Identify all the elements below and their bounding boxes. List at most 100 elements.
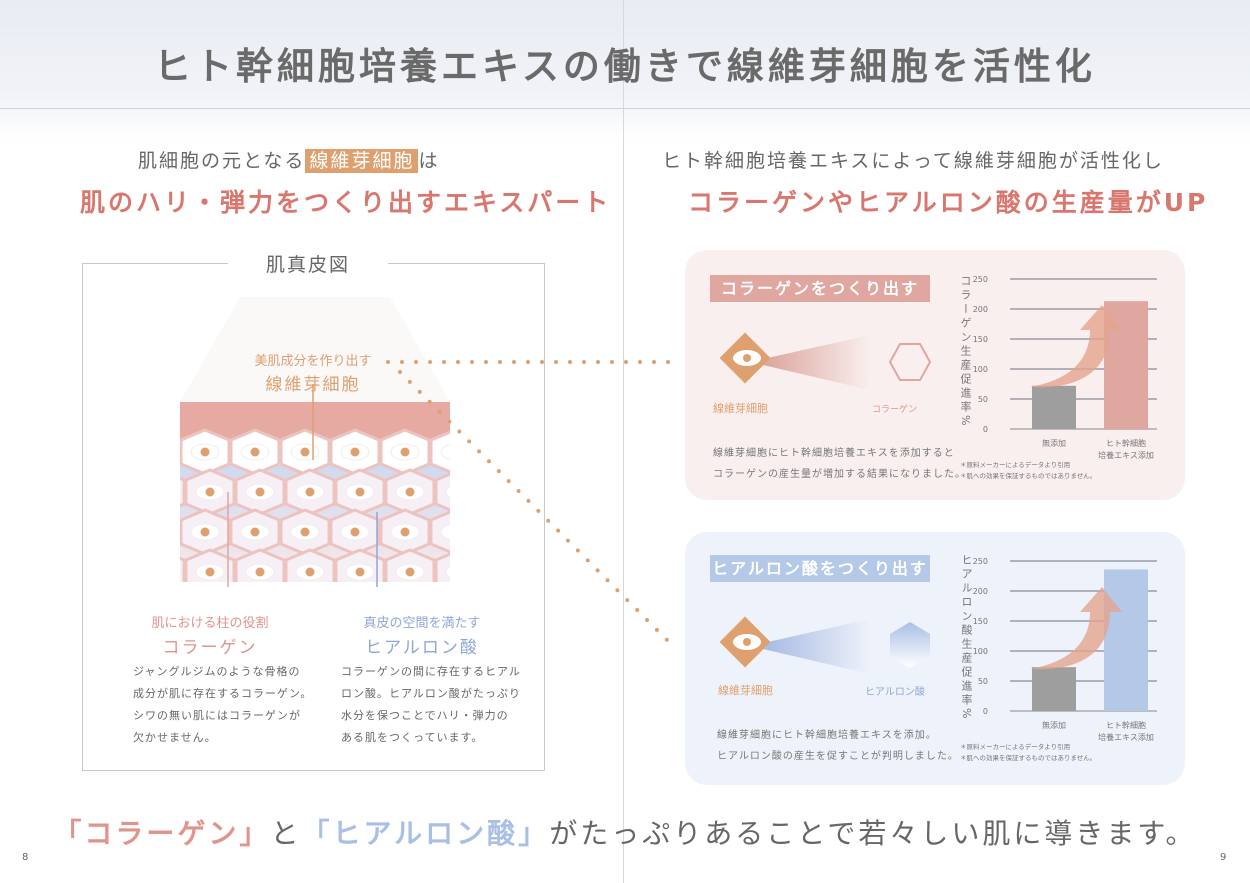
- cell-grid: [165, 428, 465, 582]
- x-tick-label: ヒト幹細胞: [1106, 438, 1146, 448]
- cell-nucleus: [250, 447, 260, 457]
- growth-arrow-icon: [1030, 587, 1122, 670]
- text-line: 線維芽細胞にヒト幹細胞培養エキスを添加。: [717, 730, 937, 741]
- y-tick-label: 50: [978, 395, 988, 404]
- footnote: ＊肌への効果を保証するものではありません。: [960, 471, 1096, 480]
- text-line: コラーゲンの間に存在するヒアル: [341, 665, 521, 678]
- left-headline: 肌のハリ・弾力をつくり出すエキスパート: [80, 188, 612, 217]
- cell-nucleus-area: [440, 523, 450, 541]
- cell-nucleus: [200, 447, 210, 457]
- cell-nucleus: [451, 448, 460, 457]
- y-tick-label: 50: [978, 677, 988, 686]
- card-description: 線維芽細胞にヒト幹細胞培養エキスを添加するとコラーゲンの産生量が増加する結果にな…: [713, 443, 966, 485]
- card-heading: コラーゲンをつくり出す: [710, 275, 930, 302]
- text-line: ある肌をつくっています。: [341, 731, 484, 744]
- footer-collagen: 「コラーゲン」: [53, 817, 271, 850]
- beam: [750, 335, 870, 390]
- collagen-label: コラーゲン: [162, 638, 258, 658]
- page-title: ヒト幹細胞培養エキスの働きで線維芽細胞を活性化: [154, 45, 1096, 88]
- y-axis-title: コラーゲン生産促進率%: [959, 275, 972, 429]
- diagram-title: 肌真皮図: [228, 250, 388, 277]
- cell-nucleus: [405, 487, 415, 497]
- text-line: シワの無い肌にはコラーゲンが: [133, 709, 301, 722]
- x-tick-label: 培養エキス添加: [1098, 732, 1154, 742]
- cell-nucleus: [200, 527, 210, 537]
- text-line: ヒアルロン酸の産生を促すことが判明しました。: [717, 751, 959, 762]
- hyaluronic-label: ヒアルロン酸: [365, 638, 479, 658]
- text-line: 成分が肌に存在するコラーゲン。: [133, 687, 313, 700]
- footer-hyaluronic: 「ヒアルロン酸」: [301, 817, 550, 850]
- collagen-description: ジャングルジムのような骨格の 成分が肌に存在するコラーゲン。 シワの無い肌にはコ…: [133, 661, 312, 749]
- cell-nucleus-area: [165, 524, 169, 540]
- fibroblast-label: 線維芽細胞: [713, 402, 768, 415]
- cell-nucleus: [400, 527, 410, 537]
- hyaluronic-process-illustration: [719, 616, 930, 674]
- cell-nucleus: [250, 527, 260, 537]
- cell-nucleus: [350, 447, 360, 457]
- x-tick-label: ヒト幹細胞: [1106, 720, 1146, 730]
- beam: [750, 619, 870, 674]
- cell-nucleus: [400, 447, 410, 457]
- right-subtitle: ヒト幹細胞培養エキスによって線維芽細胞が活性化し: [662, 150, 1164, 172]
- right-headline: コラーゲンやヒアルロン酸の生産量がUP: [688, 188, 1209, 217]
- y-tick-label: 200: [973, 305, 988, 314]
- bar: [1104, 569, 1148, 711]
- cell-nucleus: [456, 488, 465, 497]
- text-line: 水分を保つことでハリ・弾力の: [341, 709, 509, 722]
- highlight-fibroblast: 線維芽細胞: [305, 149, 419, 173]
- text-line: ジャングルジムのような骨格の: [133, 665, 301, 678]
- page-number-left: 8: [22, 852, 29, 863]
- y-tick-label: 0: [983, 707, 988, 716]
- card-description: 線維芽細胞にヒト幹細胞培養エキスを添加。ヒアルロン酸の産生を促すことが判明しまし…: [717, 725, 959, 767]
- hyaluronic-description: コラーゲンの間に存在するヒアル ロン酸。ヒアルロン酸がたっぷり 水分を保つことで…: [341, 661, 521, 749]
- bar: [1032, 385, 1076, 429]
- collagen-bar-chart: 050100150200250無添加ヒト幹細胞培養エキス添加＊原料メーカーによる…: [960, 275, 1157, 480]
- skin-cell: [180, 508, 181, 556]
- skin-cell: [180, 548, 186, 582]
- page-number-right: 9: [1220, 852, 1227, 863]
- y-tick-label: 200: [973, 587, 988, 596]
- cell-nucleus: [405, 567, 415, 577]
- footer-text: がたっぷりあることで若々しい肌に導きます。: [549, 817, 1197, 850]
- cell-nucleus: [355, 567, 365, 577]
- x-tick-label: 無添加: [1042, 720, 1066, 730]
- header-divider: [0, 108, 1250, 109]
- cell-nucleus: [350, 527, 360, 537]
- hyaluronic-caption: 真皮の空間を満たす: [363, 616, 481, 631]
- collagen-hexagon-icon: [888, 343, 932, 381]
- cell-nucleus: [255, 487, 265, 497]
- card-heading: ヒアルロン酸をつくり出す: [710, 555, 930, 582]
- collagen-process-illustration: [719, 332, 932, 390]
- skin-cell: [180, 468, 186, 516]
- fibroblast-caption: 美肌成分を作り出す: [254, 354, 372, 369]
- cell-nucleus: [255, 567, 265, 577]
- footnote: ＊原料メーカーによるデータより引用: [960, 460, 1070, 469]
- bar: [1032, 667, 1076, 711]
- collagen-label: コラーゲン: [872, 405, 918, 415]
- y-tick-label: 150: [973, 617, 988, 626]
- skin-illustration: [165, 297, 465, 587]
- growth-arrow-icon: [1030, 305, 1122, 388]
- skin-cell: [180, 428, 181, 476]
- text-line: ロン酸。ヒアルロン酸がたっぷり: [341, 687, 521, 700]
- cell-nucleus-area: [165, 564, 174, 580]
- hyaluronic-bar-chart: 050100150200250無添加ヒト幹細胞培養エキス添加＊原料メーカーによる…: [960, 557, 1157, 762]
- cell-nucleus: [305, 567, 315, 577]
- cell-nucleus: [305, 487, 315, 497]
- footer-text: と: [270, 817, 302, 850]
- hyaluronic-label: ヒアルロン酸: [865, 687, 925, 698]
- x-tick-label: 培養エキス添加: [1098, 450, 1154, 460]
- cell-nucleus: [451, 528, 460, 537]
- y-tick-label: 250: [973, 275, 988, 284]
- skin-cell: [434, 468, 450, 516]
- cell-nucleus: [456, 568, 465, 577]
- text-line: コラーゲンの産生量が増加する結果になりました。: [713, 469, 966, 480]
- header-band: [0, 0, 1250, 140]
- cell-nucleus: [205, 487, 215, 497]
- subtitle-text: は: [418, 150, 440, 172]
- y-tick-label: 100: [973, 647, 988, 656]
- cell-nucleus-area: [440, 443, 450, 461]
- y-tick-label: 250: [973, 557, 988, 566]
- y-axis-title: ヒアルロン酸生産促進率%: [960, 554, 973, 722]
- collagen-card: コラーゲンをつくり出す 線維芽細胞 コラーゲン 線維芽細胞にヒト幹細胞培養エキス…: [685, 250, 1185, 500]
